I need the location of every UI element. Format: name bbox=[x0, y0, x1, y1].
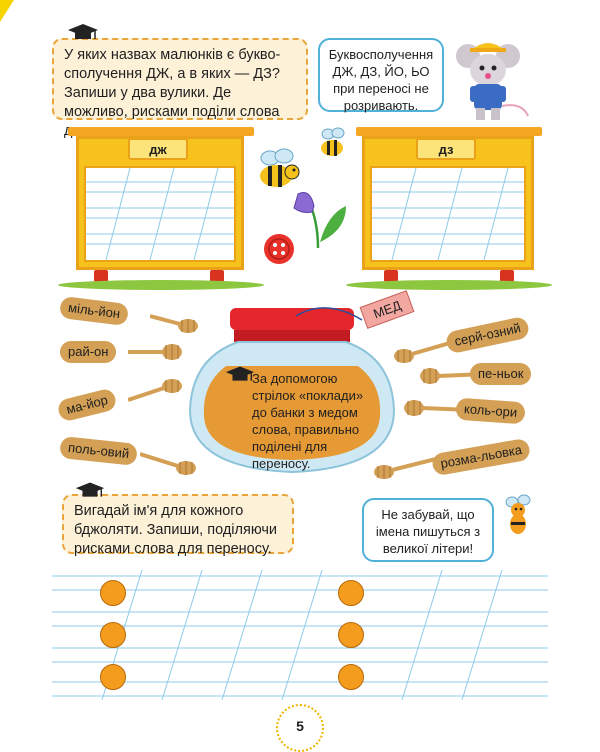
bee-head-icon bbox=[100, 664, 126, 690]
hive-dz-writing-area[interactable] bbox=[370, 166, 526, 262]
hive-leg bbox=[384, 270, 398, 282]
bee-head-icon bbox=[338, 664, 364, 690]
button-icon bbox=[262, 232, 296, 271]
bee-head-icon bbox=[100, 622, 126, 648]
hive-leg bbox=[210, 270, 224, 282]
bee-icon bbox=[252, 148, 304, 199]
honey-dipper-icon bbox=[374, 456, 440, 479]
hive-roof-left bbox=[68, 127, 254, 136]
bee-head-icon bbox=[100, 580, 126, 606]
word-card[interactable]: пе-ньок bbox=[470, 363, 532, 385]
graduation-cap-icon bbox=[74, 480, 106, 507]
honey-jar bbox=[186, 300, 398, 481]
grass bbox=[346, 280, 552, 290]
bee-icon bbox=[314, 126, 350, 167]
reminder-note-text: Не забувай, що імена пишуться з великої … bbox=[375, 507, 481, 556]
graduation-cap-icon bbox=[224, 364, 256, 391]
honey-dipper-icon bbox=[128, 379, 182, 402]
honey-dipper-icon bbox=[150, 314, 198, 333]
hive-dzh-label: дж bbox=[128, 138, 188, 160]
page-number-badge: 5 bbox=[276, 704, 324, 752]
page-number: 5 bbox=[296, 718, 304, 734]
bee-head-icon bbox=[338, 580, 364, 606]
word-card[interactable]: серй-озний bbox=[444, 315, 531, 355]
honey-dipper-icon bbox=[128, 344, 182, 360]
mouse-mascot-icon bbox=[452, 36, 532, 127]
word-card[interactable]: поль-овий bbox=[59, 436, 139, 466]
task2-box: Вигадай ім'я для кожного бджоляти. Запиш… bbox=[62, 494, 294, 557]
word-card[interactable]: розма-льовка bbox=[430, 437, 532, 477]
task1-box: У яких назвах малюнків є букво­сполученн… bbox=[52, 38, 308, 139]
reminder-note: Не забувай, що імена пишуться з великої … bbox=[362, 498, 494, 562]
hive-leg bbox=[94, 270, 108, 282]
honey-dipper-icon bbox=[140, 452, 196, 475]
rule-note-text: Буквосполучення ДЖ, ДЗ, ЙО, ЬО при перен… bbox=[328, 47, 434, 113]
hive-roof-right bbox=[356, 127, 542, 136]
word-card[interactable]: міль-йон bbox=[58, 295, 130, 327]
task1-text: У яких назвах малюнків є букво­сполученн… bbox=[64, 47, 281, 139]
word-card[interactable]: коль-ори bbox=[455, 397, 526, 425]
graduation-cap-icon bbox=[66, 22, 100, 49]
hive-leg bbox=[500, 270, 514, 282]
rule-note: Буквосполучення ДЖ, ДЗ, ЙО, ЬО при перен… bbox=[318, 38, 444, 113]
task2-text: Вигадай ім'я для кожного бджоляти. Запиш… bbox=[74, 503, 278, 557]
bee-head-icon bbox=[338, 622, 364, 648]
corner-decoration bbox=[0, 0, 14, 22]
grass bbox=[58, 280, 264, 290]
bellflower-icon bbox=[288, 190, 352, 255]
word-card[interactable]: рай-он bbox=[60, 341, 117, 363]
hive-dzh-writing-area[interactable] bbox=[84, 166, 236, 262]
bee-name-writing-area[interactable] bbox=[52, 569, 548, 701]
honey-jar-instruction: За допомогою стрілок «поклади» до банки … bbox=[252, 371, 364, 471]
word-card[interactable]: ма-йор bbox=[56, 387, 119, 423]
bee-icon bbox=[500, 492, 536, 541]
hive-dz-label: дз bbox=[416, 138, 476, 160]
